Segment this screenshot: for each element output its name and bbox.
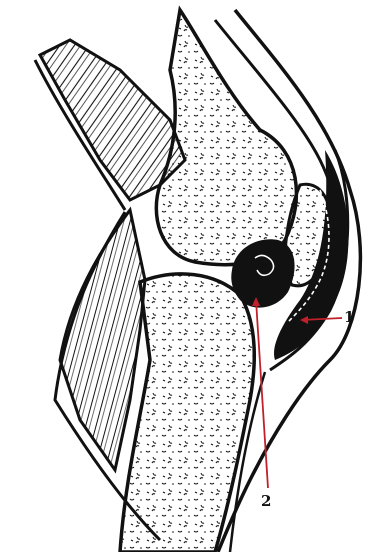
femur xyxy=(156,10,296,265)
label-2: 2 xyxy=(261,492,271,510)
label-1: 1 xyxy=(344,308,354,326)
